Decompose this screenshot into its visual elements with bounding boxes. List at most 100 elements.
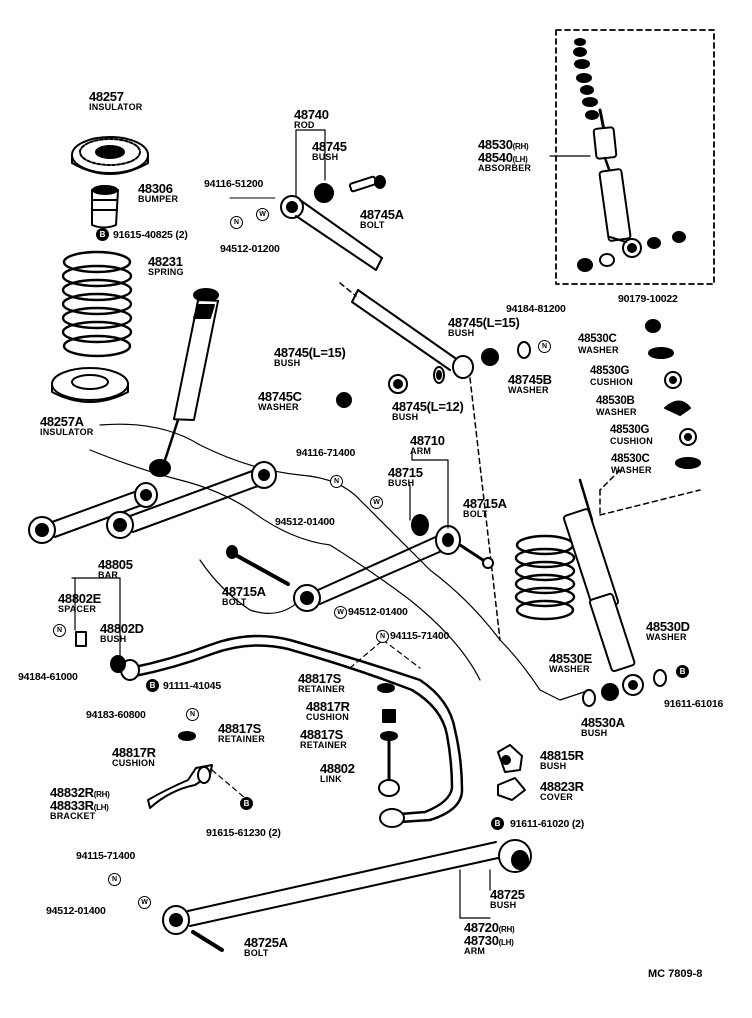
part-name: SPACER: [58, 604, 97, 614]
bush-l15-art: [481, 348, 499, 366]
part-name: BOLT: [244, 948, 269, 958]
ref-91611-61016: 91611-61016: [664, 698, 724, 710]
left-absorber-art: [149, 288, 220, 477]
part-name: INSULATOR: [40, 427, 94, 437]
part-number: 48530D: [646, 619, 690, 634]
label-48530b: 48530B WASHER: [596, 395, 637, 417]
label-48745-l15: 48745(L=15) BUSH: [448, 316, 520, 338]
ref-94512-01400: 94512-01400: [275, 516, 335, 528]
label-48745-l12: 48745(L=12) BUSH: [392, 400, 464, 422]
washer-c-art: [336, 392, 352, 408]
bolt-symbol-icon: B: [491, 817, 504, 830]
label-48745b: 48745B WASHER: [508, 373, 552, 395]
label-48805: 48805 BAR: [98, 558, 133, 580]
part-name: WASHER: [258, 402, 299, 412]
part-name: CUSHION: [610, 435, 653, 446]
label-48715: 48715 BUSH: [388, 466, 423, 488]
part-name: RETAINER: [300, 740, 347, 750]
part-number: 48715A: [222, 584, 266, 599]
suffix-lh: (LH): [498, 938, 514, 947]
link-art: [178, 683, 405, 828]
label-48306: 48306 BUMPER: [138, 182, 178, 204]
part-name: WASHER: [611, 464, 652, 475]
label-48802d: 48802D BUSH: [100, 622, 144, 644]
upper-arm-art: [293, 514, 494, 612]
part-number: 48802E: [58, 591, 102, 606]
part-name: COVER: [540, 792, 574, 802]
part-number: 48817S: [218, 721, 262, 736]
absorber-detail-box: [555, 29, 715, 285]
label-48710: 48710 ARM: [410, 434, 445, 456]
part-name: BUSH: [100, 634, 127, 644]
part-name: WASHER: [646, 632, 687, 642]
part-number: 48745(L=15): [448, 315, 520, 330]
label-48745c: 48745C WASHER: [258, 390, 302, 412]
part-name: WASHER: [578, 344, 619, 355]
part-number: 48530G: [610, 424, 650, 436]
part-name: BOLT: [463, 509, 488, 519]
part-number: 48817R: [306, 699, 350, 714]
washer-530b-art: [664, 400, 691, 416]
label-48817s-c: 48817S RETAINER: [300, 728, 347, 750]
part-number: 48530C: [611, 453, 650, 465]
suffix-rh: (RH): [512, 142, 529, 151]
nut-symbol-icon: N: [186, 708, 199, 721]
label-48745: 48745 BUSH: [312, 140, 347, 162]
label-48530c-top: 48530C WASHER: [578, 333, 619, 355]
label-bracket: 48832R(RH) 48833R(LH) BRACKET: [50, 786, 110, 821]
bolt-symbol-icon: B: [240, 797, 253, 810]
part-name: LINK: [320, 774, 342, 784]
ref-94116-51200: 94116-51200: [204, 178, 264, 190]
ref-91611-61020: 91611-61020 (2): [510, 818, 585, 830]
part-name: BAR: [98, 570, 119, 580]
part-number: 48745(L=15): [274, 345, 346, 360]
part-name: BUSH: [274, 358, 301, 368]
nut-symbol-icon: N: [108, 873, 121, 886]
part-number: 48725: [490, 887, 525, 902]
part-number-rh: 48530: [478, 137, 513, 152]
part-number: 48745A: [360, 207, 404, 222]
nut-symbol-icon: N: [538, 340, 551, 353]
part-number: 48745B: [508, 372, 552, 387]
part-number: 48710: [410, 433, 445, 448]
part-number: 48530C: [578, 333, 617, 345]
diagram-code: MC 7809-8: [648, 968, 703, 980]
ref-94512-01400-c: 94512-01400: [46, 905, 106, 917]
nut-90179-art: [645, 319, 661, 333]
absorber-exploded-body: [577, 108, 686, 272]
label-48817r-b: 48817R CUSHION: [112, 746, 156, 768]
label-48530g-mid: 48530G CUSHION: [610, 424, 653, 446]
part-name: BUSH: [312, 152, 339, 162]
part-number: 48745: [312, 139, 347, 154]
part-name: WASHER: [508, 385, 549, 395]
label-absorber: 48530(RH) 48540(LH) ABSORBER: [478, 138, 531, 173]
part-number: 48817R: [112, 745, 156, 760]
leader-lines: [71, 129, 591, 919]
part-name: BUMPER: [138, 194, 179, 204]
part-name: SPRING: [148, 267, 184, 277]
bolt-symbol-icon: B: [676, 665, 689, 678]
washer-530c-art: [648, 347, 674, 359]
part-number: 48740: [294, 107, 329, 122]
part-name: WASHER: [596, 406, 637, 417]
label-48817s-b: 48817S RETAINER: [218, 722, 265, 744]
part-number: 48823R: [540, 779, 584, 794]
part-number: 48817S: [298, 671, 342, 686]
part-name: BUSH: [540, 761, 567, 771]
nut-symbol-icon: N: [376, 630, 389, 643]
right-absorber-art: [562, 478, 667, 707]
ref-91111-41045: 91111-41045: [163, 680, 221, 692]
ref-94115-71400: 94115-71400: [390, 630, 450, 642]
ref-94184-81200: 94184-81200: [506, 303, 566, 315]
label-48815r: 48815R BUSH: [540, 749, 584, 771]
washer-symbol-icon: W: [256, 208, 269, 221]
ref-94115-71400-b: 94115-71400: [76, 850, 136, 862]
ref-94512-01400-b: 94512-01400: [348, 606, 408, 618]
rod-art: [280, 195, 474, 379]
part-name: RETAINER: [218, 734, 265, 744]
part-number: 48530A: [581, 715, 625, 730]
part-number: 48306: [138, 181, 173, 196]
part-number: 48725A: [244, 935, 288, 950]
bolt-left-art: [226, 545, 290, 586]
